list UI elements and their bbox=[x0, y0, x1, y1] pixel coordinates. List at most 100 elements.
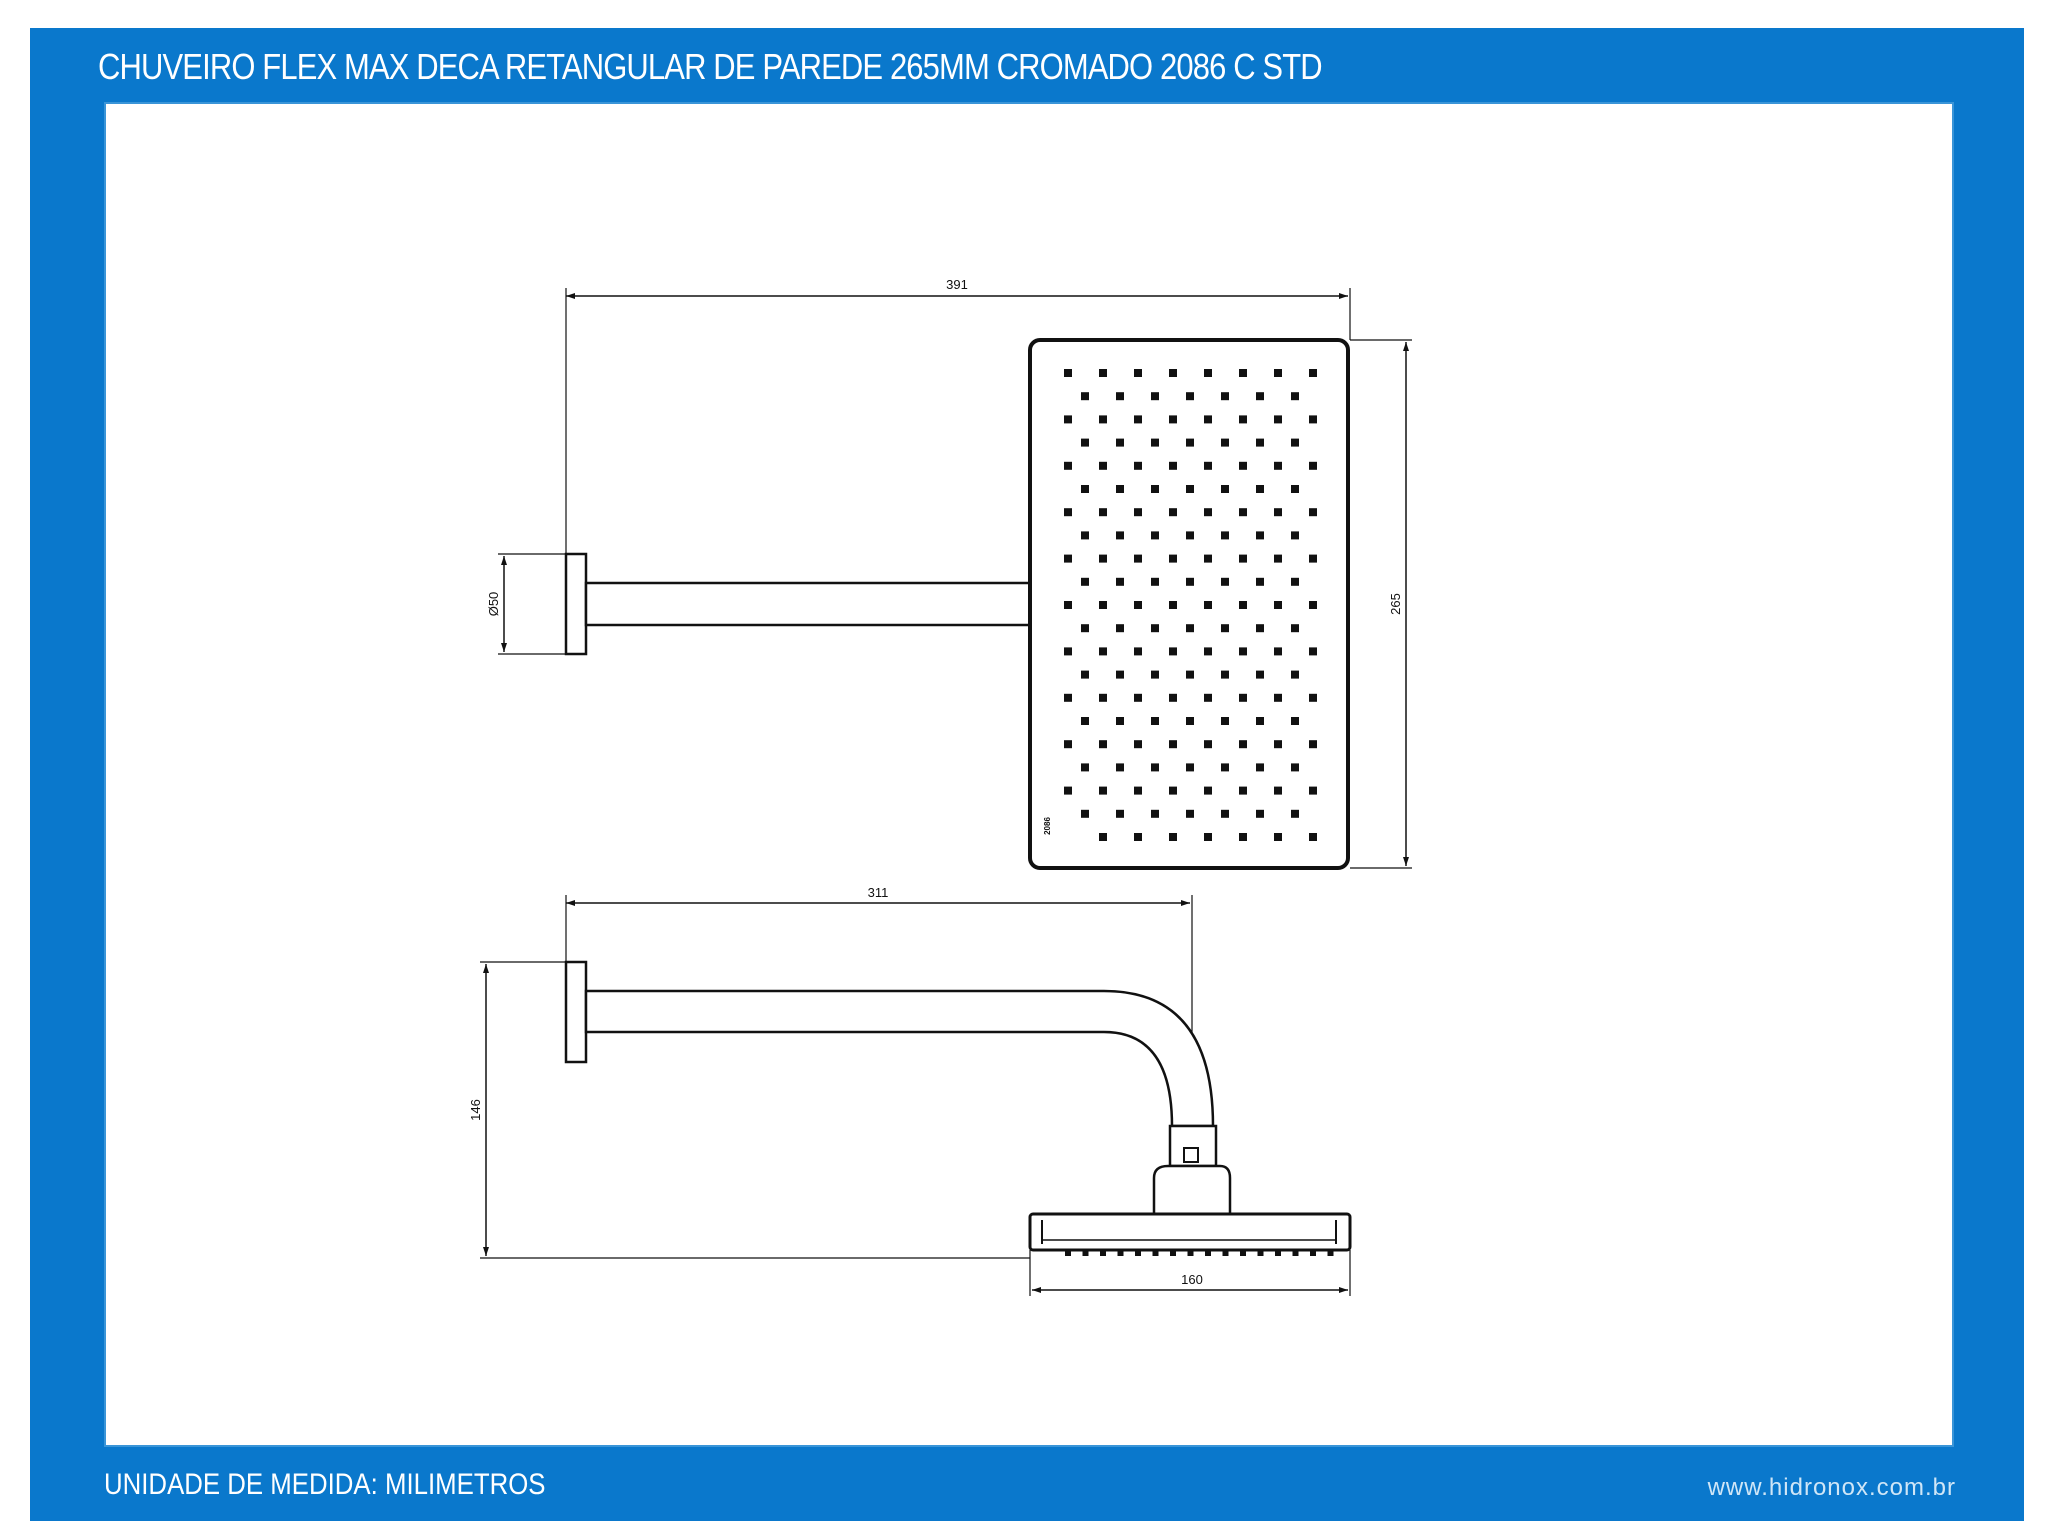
nozzle-dot bbox=[1064, 369, 1072, 377]
nozzle-dot bbox=[1169, 786, 1177, 795]
nozzle-dot bbox=[1134, 740, 1142, 749]
nozzle-dot bbox=[1134, 369, 1142, 377]
nozzle-dot bbox=[1064, 415, 1072, 424]
nozzle-dot bbox=[1274, 833, 1282, 841]
nozzle-tip bbox=[1117, 1250, 1124, 1256]
nozzle-dot bbox=[1099, 415, 1107, 424]
nozzle-dot bbox=[1256, 531, 1264, 540]
nozzle-dot bbox=[1291, 531, 1299, 540]
shower-arm-bent bbox=[584, 989, 1215, 1128]
nozzle-dot bbox=[1274, 461, 1282, 470]
nozzle-dot bbox=[1239, 647, 1247, 656]
dim-label-391: 391 bbox=[946, 277, 968, 292]
nozzle-tip bbox=[1152, 1250, 1159, 1256]
nozzle-dot bbox=[1081, 485, 1089, 493]
nozzle-dot bbox=[1186, 577, 1194, 586]
nozzle-dot bbox=[1291, 717, 1299, 725]
nozzle-tip bbox=[1100, 1250, 1106, 1256]
nozzle-dot bbox=[1239, 554, 1247, 563]
nozzle-dot bbox=[1151, 438, 1159, 447]
nozzle-dot bbox=[1151, 392, 1159, 401]
dim-label-146: 146 bbox=[468, 1099, 483, 1121]
nozzle-dot bbox=[1221, 763, 1229, 772]
nozzle-dot bbox=[1204, 601, 1212, 609]
nozzle-dot bbox=[1169, 554, 1177, 563]
nozzle-dot bbox=[1116, 624, 1124, 633]
nozzle-dot bbox=[1134, 415, 1142, 424]
nozzle-dot bbox=[1309, 647, 1317, 656]
nozzle-dot bbox=[1274, 508, 1282, 517]
nozzle-dot bbox=[1116, 809, 1124, 818]
nozzle-dot bbox=[1064, 786, 1072, 795]
nozzle-dot bbox=[1186, 485, 1194, 493]
nozzle-dot bbox=[1309, 833, 1317, 841]
nozzle-dot bbox=[1151, 485, 1159, 493]
nozzle-dot bbox=[1309, 601, 1317, 609]
nozzle-dot bbox=[1099, 693, 1107, 702]
nozzle-dot bbox=[1274, 415, 1282, 424]
nozzle-dot bbox=[1081, 809, 1089, 818]
nozzle-dot bbox=[1204, 461, 1212, 470]
nozzle-tip bbox=[1135, 1250, 1141, 1256]
nozzle-dot bbox=[1204, 415, 1212, 424]
nozzle-dot bbox=[1291, 624, 1299, 633]
website-link[interactable]: www.hidronox.com.br bbox=[1707, 1474, 1956, 1501]
nozzle-dot bbox=[1134, 647, 1142, 656]
nozzle-dot bbox=[1221, 809, 1229, 818]
nozzle-tip bbox=[1205, 1250, 1211, 1256]
nozzle-dot bbox=[1081, 624, 1089, 633]
nozzle-dot bbox=[1186, 809, 1194, 818]
shower-head-side bbox=[1028, 1212, 1352, 1252]
nozzle-dot bbox=[1239, 786, 1247, 795]
nozzle-tip bbox=[1327, 1250, 1334, 1256]
nozzle-tip bbox=[1240, 1250, 1246, 1256]
dim-label-311: 311 bbox=[868, 885, 889, 900]
nozzle-tip bbox=[1257, 1250, 1264, 1256]
nozzle-tip bbox=[1065, 1250, 1071, 1256]
dim-label-50: Ø50 bbox=[486, 592, 501, 617]
unit-label: UNIDADE DE MEDIDA: MILIMETROS bbox=[104, 1468, 546, 1501]
nozzle-row-side bbox=[1065, 1250, 1334, 1256]
nozzle-dot bbox=[1291, 485, 1299, 493]
nozzle-tip bbox=[1082, 1250, 1089, 1256]
nozzle-dot bbox=[1099, 461, 1107, 470]
nozzle-dot bbox=[1221, 485, 1229, 493]
nozzle-dot bbox=[1151, 809, 1159, 818]
nozzle-dot bbox=[1204, 369, 1212, 377]
nozzle-dot bbox=[1291, 763, 1299, 772]
nozzle-dot bbox=[1134, 508, 1142, 517]
nozzle-dot bbox=[1256, 670, 1264, 679]
nozzle-dot bbox=[1186, 531, 1194, 540]
nozzle-dot bbox=[1116, 392, 1124, 401]
nozzle-dot bbox=[1134, 833, 1142, 841]
nozzle-dot bbox=[1099, 554, 1107, 563]
nozzle-dot bbox=[1239, 601, 1247, 609]
nozzle-dot bbox=[1221, 531, 1229, 540]
nozzle-dot bbox=[1081, 717, 1089, 725]
nozzle-dot bbox=[1134, 461, 1142, 470]
nozzle-dot bbox=[1169, 647, 1177, 656]
nozzle-dot bbox=[1116, 717, 1124, 725]
nozzle-dot bbox=[1256, 809, 1264, 818]
nozzle-dot bbox=[1116, 485, 1124, 493]
nozzle-dot bbox=[1291, 670, 1299, 679]
nozzle-tip bbox=[1275, 1250, 1281, 1256]
nozzle-dot bbox=[1309, 461, 1317, 470]
nozzle-dot bbox=[1151, 531, 1159, 540]
nozzle-dot bbox=[1256, 624, 1264, 633]
nozzle-dot bbox=[1221, 670, 1229, 679]
nozzle-dot bbox=[1169, 369, 1177, 377]
nozzle-dot bbox=[1274, 369, 1282, 377]
nozzle-dot bbox=[1169, 415, 1177, 424]
nozzle-dot bbox=[1081, 531, 1089, 540]
nozzle-dot bbox=[1221, 438, 1229, 447]
nozzle-dot bbox=[1309, 508, 1317, 517]
nozzle-dot bbox=[1081, 438, 1089, 447]
nozzle-dot bbox=[1204, 833, 1212, 841]
nozzle-dot bbox=[1169, 693, 1177, 702]
nozzle-dot bbox=[1064, 554, 1072, 563]
nozzle-dot bbox=[1256, 438, 1264, 447]
nozzle-dot bbox=[1274, 786, 1282, 795]
nozzle-dot bbox=[1309, 740, 1317, 749]
shower-arm bbox=[584, 581, 1036, 627]
